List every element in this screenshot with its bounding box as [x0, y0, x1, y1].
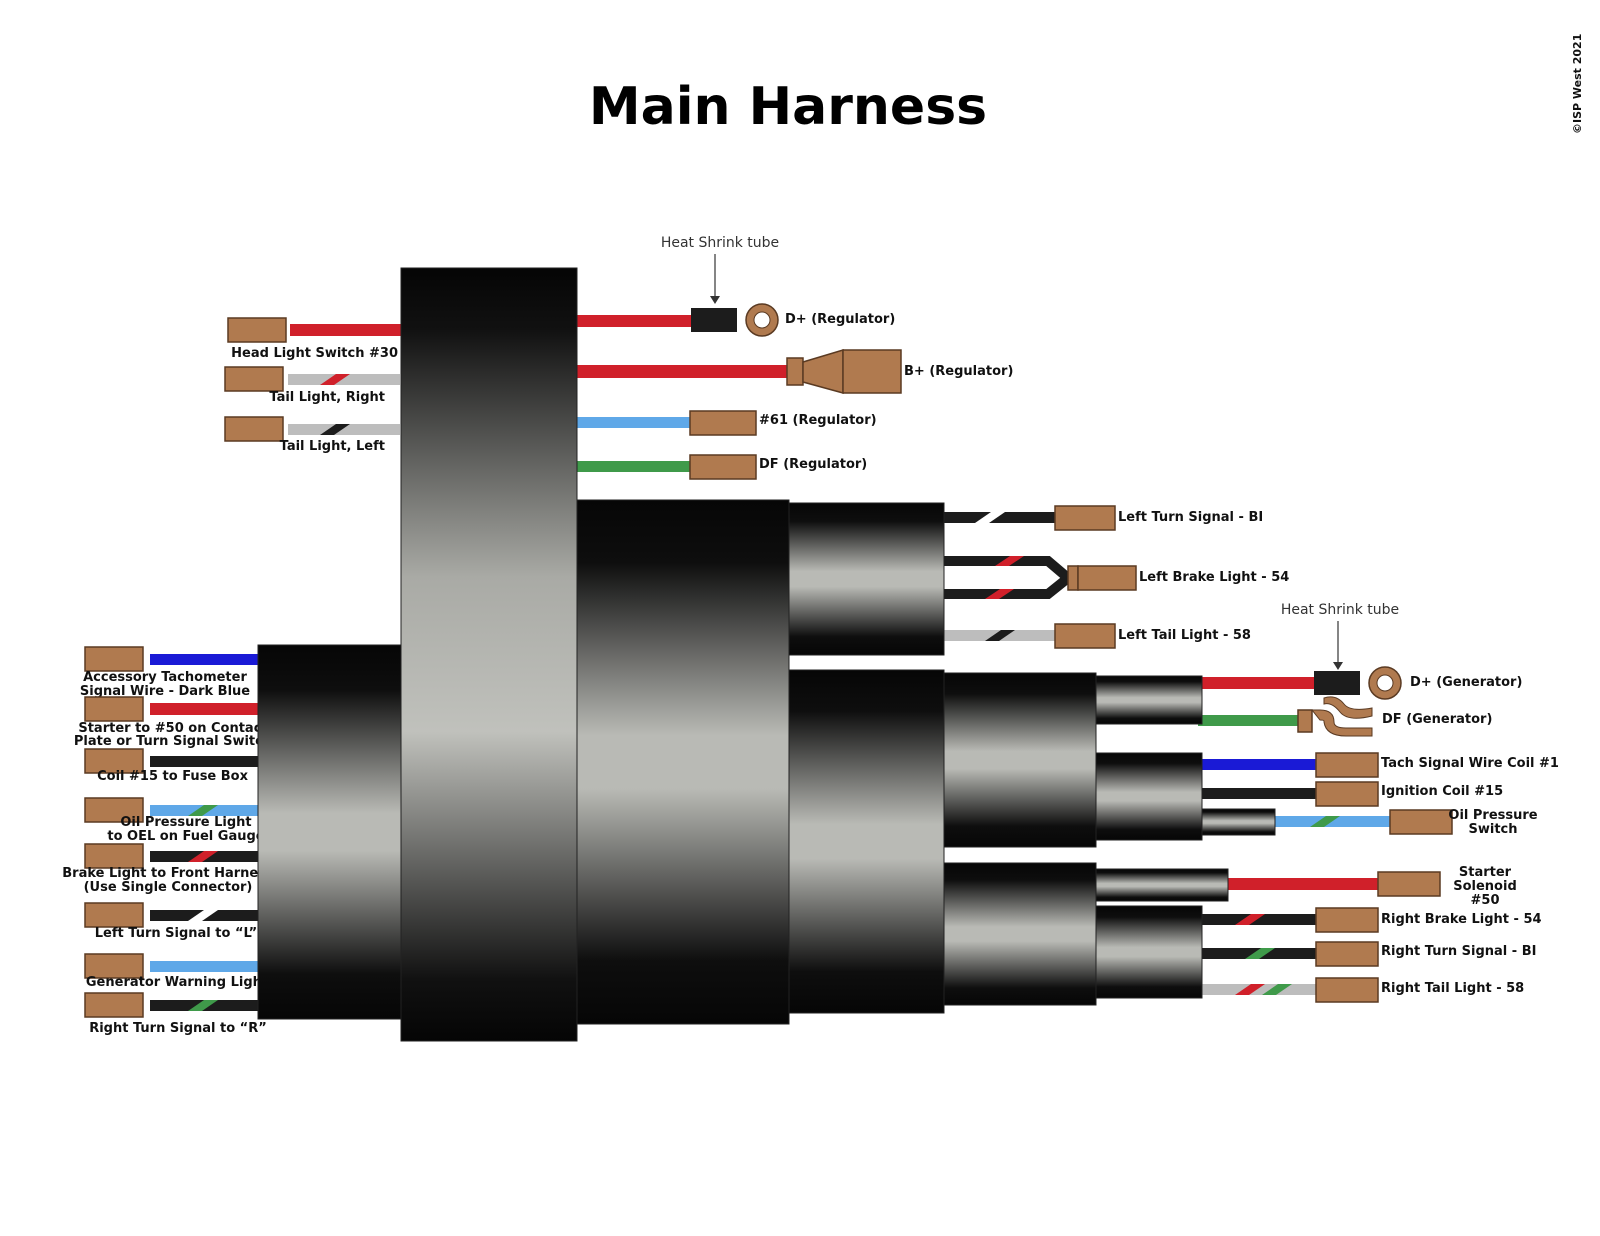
wire-right-brake-light[interactable]: Right Brake Light - 54	[1198, 907, 1542, 933]
regulator-wires: D+ (Regulator) B+ (Regulator) #61 (Regul…	[575, 235, 1013, 480]
engine-wires: Heat Shrink tube D+ (Generator) DF (Gene…	[1198, 602, 1559, 1003]
wire-left-brake-light[interactable]: Left Brake Light - 54	[935, 556, 1289, 599]
label-left-turn-signal-l: Left Turn Signal to “L”	[95, 926, 257, 941]
label-accessory-tachometer-1: Accessory Tachometer	[83, 670, 247, 685]
wire-oil-pressure-light[interactable]: Oil Pressure Light to OEL on Fuel Gauge	[84, 797, 265, 844]
sleeve-right-main	[576, 499, 790, 1025]
label-brake-light-front-2: (Use Single Connector)	[84, 880, 253, 895]
left-wires: Head Light Switch #30 Tail Light, Right …	[62, 317, 402, 1036]
annotation-heat-shrink-2: Heat Shrink tube	[1281, 602, 1399, 618]
sleeve-right-rear	[1095, 905, 1203, 999]
sleeve-left	[257, 644, 402, 1020]
label-right-turn-signal-r: Right Turn Signal to “R”	[89, 1021, 267, 1036]
label-starter-50-1: Starter to #50 on Contact	[78, 721, 267, 736]
wire-left-turn-signal-bi[interactable]: Left Turn Signal - BI	[935, 505, 1263, 531]
label-right-brake-light: Right Brake Light - 54	[1381, 912, 1542, 927]
wire-df-regulator[interactable]: DF (Regulator)	[575, 454, 867, 480]
label-tail-light-left: Tail Light, Left	[280, 439, 385, 454]
wire-starter-50[interactable]: Starter to #50 on Contact Plate or Turn …	[74, 696, 272, 749]
copyright: ©ISP West 2021	[1571, 34, 1584, 134]
label-starter-solenoid-1: Starter	[1459, 865, 1512, 880]
wire-right-tail-light[interactable]: Right Tail Light - 58	[1198, 977, 1524, 1003]
sleeve-engine-upper	[943, 672, 1097, 848]
label-starter-50-2: Plate or Turn Signal Switch	[74, 734, 272, 749]
label-df-regulator: DF (Regulator)	[759, 457, 867, 472]
label-left-tail-light: Left Tail Light - 58	[1118, 628, 1251, 643]
label-d-plus-regulator: D+ (Regulator)	[785, 312, 895, 327]
sleeve-engine	[788, 669, 945, 1014]
wire-tail-light-right[interactable]: Tail Light, Right	[224, 366, 400, 405]
wire-oil-pressure-switch[interactable]: Oil Pressure Switch	[1275, 808, 1538, 837]
arrow-icon	[1333, 662, 1343, 670]
wire-accessory-tachometer[interactable]: Accessory Tachometer Signal Wire - Dark …	[80, 646, 260, 699]
label-brake-light-front-1: Brake Light to Front Harness	[62, 866, 274, 881]
label-generator-warning: Generator Warning Light	[86, 975, 268, 990]
sleeve-engine-lower	[943, 862, 1097, 1006]
wire-generator-warning[interactable]: Generator Warning Light	[84, 953, 268, 990]
sleeve-starter	[1095, 868, 1229, 902]
wire-starter-solenoid[interactable]: Starter Solenoid #50	[1228, 865, 1517, 908]
wire-head-light-switch[interactable]: Head Light Switch #30	[227, 317, 402, 361]
label-tail-light-right: Tail Light, Right	[269, 390, 385, 405]
label-left-turn-signal-bi: Left Turn Signal - BI	[1118, 510, 1263, 525]
label-starter-solenoid-3: #50	[1471, 893, 1500, 908]
page-title: Main Harness	[589, 77, 987, 137]
wire-d-plus-regulator[interactable]: D+ (Regulator)	[575, 303, 895, 337]
wire-left-turn-signal-l[interactable]: Left Turn Signal to “L”	[84, 902, 260, 941]
wire-coil-15[interactable]: Coil #15 to Fuse Box	[84, 748, 260, 784]
wire-tach-signal-coil[interactable]: Tach Signal Wire Coil #1	[1198, 752, 1559, 778]
wire-brake-light-front[interactable]: Brake Light to Front Harness (Use Single…	[62, 843, 274, 895]
label-61-regulator: #61 (Regulator)	[759, 413, 877, 428]
label-oil-pressure-light-1: Oil Pressure Light	[120, 815, 251, 830]
sleeve-main	[400, 267, 578, 1042]
label-right-tail-light: Right Tail Light - 58	[1381, 981, 1524, 996]
label-head-light-switch: Head Light Switch #30	[231, 346, 398, 361]
label-ignition-coil-15: Ignition Coil #15	[1381, 784, 1503, 799]
wire-61-regulator[interactable]: #61 (Regulator)	[575, 410, 877, 436]
sleeve-generator	[1095, 675, 1203, 725]
wire-df-generator[interactable]: DF (Generator)	[1198, 696, 1492, 737]
harness-sleeves	[257, 267, 1276, 1042]
wire-b-plus-regulator[interactable]: B+ (Regulator)	[575, 348, 1013, 394]
wire-ignition-coil-15[interactable]: Ignition Coil #15	[1198, 781, 1503, 807]
label-left-brake-light: Left Brake Light - 54	[1139, 570, 1289, 585]
label-starter-solenoid-2: Solenoid	[1453, 879, 1517, 894]
wire-d-plus-generator[interactable]: D+ (Generator)	[1198, 666, 1522, 700]
label-d-plus-generator: D+ (Generator)	[1410, 675, 1522, 690]
label-accessory-tachometer-2: Signal Wire - Dark Blue	[80, 684, 250, 699]
label-right-turn-signal-bi: Right Turn Signal - BI	[1381, 944, 1536, 959]
left-rear-wires: Left Turn Signal - BI Left Brake Light -…	[935, 505, 1289, 649]
wire-right-turn-signal-r[interactable]: Right Turn Signal to “R”	[84, 992, 267, 1036]
label-oil-pressure-switch-1: Oil Pressure	[1448, 808, 1537, 823]
label-tach-signal-coil: Tach Signal Wire Coil #1	[1381, 756, 1559, 771]
sleeve-coil	[1095, 752, 1203, 841]
label-oil-pressure-switch-2: Switch	[1468, 822, 1517, 837]
wire-right-turn-signal-bi[interactable]: Right Turn Signal - BI	[1198, 941, 1536, 967]
annotation-heat-shrink-1: Heat Shrink tube	[661, 235, 779, 251]
label-coil-15: Coil #15 to Fuse Box	[97, 769, 248, 784]
wire-tail-light-left[interactable]: Tail Light, Left	[224, 416, 400, 454]
label-df-generator: DF (Generator)	[1382, 712, 1492, 727]
label-b-plus-regulator: B+ (Regulator)	[904, 364, 1013, 379]
label-oil-pressure-light-2: to OEL on Fuel Gauge	[107, 829, 264, 844]
arrow-icon	[710, 296, 720, 304]
wire-left-tail-light[interactable]: Left Tail Light - 58	[935, 623, 1251, 649]
sleeve-left-rear	[788, 502, 945, 656]
sleeve-oil-switch	[1201, 808, 1276, 836]
